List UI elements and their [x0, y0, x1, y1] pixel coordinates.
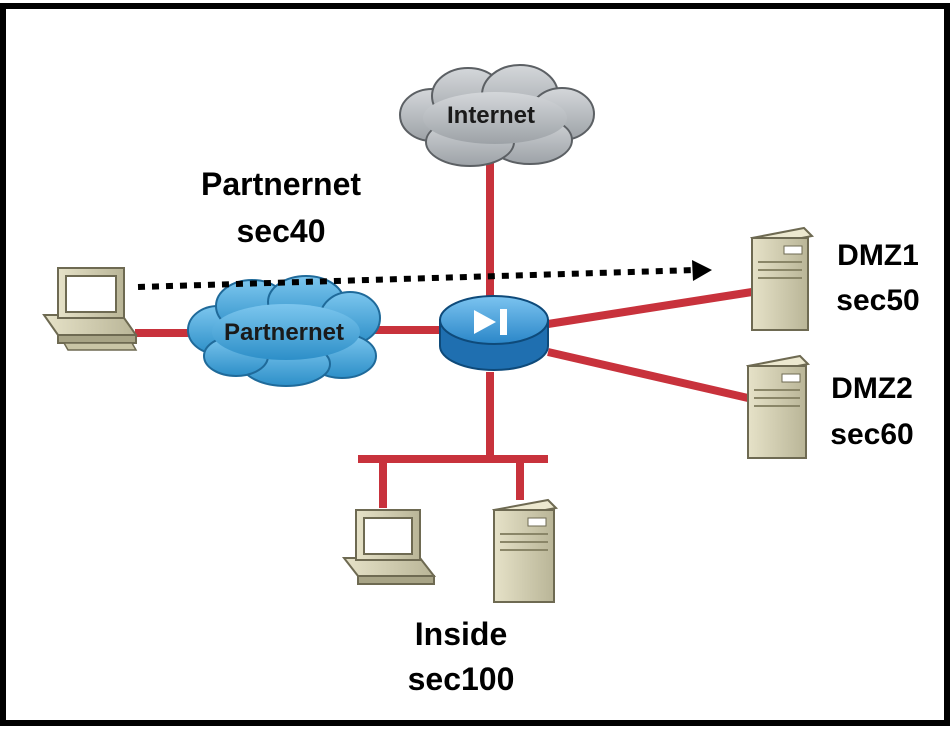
server-icon — [745, 354, 811, 459]
partnernet-pc — [42, 267, 138, 351]
link-dmz1 — [547, 288, 753, 328]
pc-icon — [341, 509, 437, 585]
server-icon — [749, 226, 815, 331]
pc-icon — [42, 267, 138, 351]
dmz1-zone-name: DMZ1 — [837, 239, 919, 272]
internet-cloud-label: Internet — [447, 102, 535, 129]
inside-pc — [341, 509, 437, 585]
partnernet-zone-name: Partnernet — [201, 166, 361, 202]
dmz1-security-level: sec50 — [836, 284, 919, 317]
firewall-icon — [439, 295, 549, 371]
links — [135, 160, 753, 508]
internet-cloud: Internet — [399, 64, 595, 167]
dotted-arrow — [137, 260, 712, 290]
dmz2-zone-name: DMZ2 — [831, 372, 913, 405]
partnernet-security-level: sec40 — [237, 213, 326, 249]
inside-zone-name: Inside — [415, 616, 507, 652]
firewall — [439, 295, 549, 371]
inside-security-level: sec100 — [408, 661, 515, 697]
dmz2-server — [745, 354, 811, 459]
dmz2-security-level: sec60 — [830, 418, 913, 451]
server-icon — [491, 498, 559, 603]
partnernet-cloud: Partnernet — [187, 275, 381, 387]
partnernet-cloud-label: Partnernet — [224, 319, 344, 346]
dmz1-server — [749, 226, 815, 331]
inside-server — [491, 498, 559, 603]
link-dmz2 — [547, 348, 749, 402]
